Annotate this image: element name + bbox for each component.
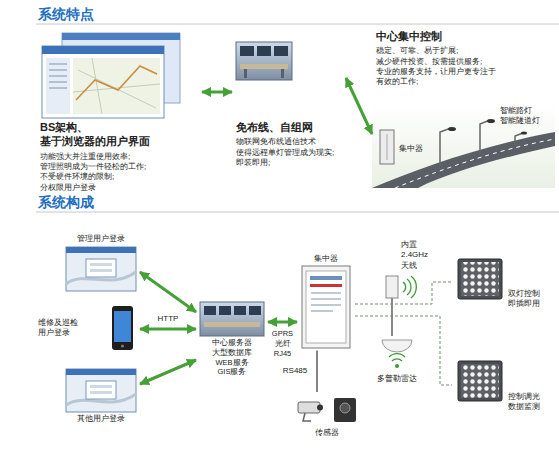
antenna-label: 内置 2.4GHz 天线	[401, 240, 435, 271]
section-rule	[36, 212, 559, 213]
connector	[355, 316, 452, 385]
connector	[355, 282, 452, 304]
illustrated-node: 双灯控制 即插即用	[452, 255, 554, 312]
node-heading: BS架构、基于浏览器的用户界面	[40, 120, 198, 149]
illustrated-node: 多普勒雷达	[370, 338, 424, 386]
illustrated-node: 维修及巡检 用户登录	[36, 304, 140, 353]
illustrated-node: 中心服务器 大型数据库 WEB服务 GIS服务	[196, 300, 268, 380]
node-heading: 传感器	[294, 428, 360, 438]
illustrated-node: 集中器	[297, 252, 355, 350]
node-heading: 双灯控制 即插即用	[508, 289, 550, 310]
connector	[140, 328, 196, 331]
node-heading: 集中器	[399, 144, 429, 154]
doppler-radar	[382, 340, 412, 368]
connector	[140, 360, 196, 384]
node-heading: 维修及巡检 用户登录	[38, 318, 84, 339]
illustrated-node: 集中器 智能路灯 智能隧道灯	[372, 104, 555, 188]
illustrated-node: 免布线、自组网物联网免布线通信技术 使得远程单灯管理成为现实; 即装即用;	[232, 38, 346, 172]
node-heading: 免布线、自组网	[236, 120, 342, 134]
edge-label: RS485	[282, 366, 308, 376]
connector	[202, 91, 232, 94]
node-text: 稳定、可靠、易于扩展; 减少硬件投资、按需提供服务; 专业的服务支持，让用户更专…	[376, 46, 502, 88]
login-screenshot	[66, 369, 136, 412]
node-text: 物联网免布线通信技术 使得远程单灯管理成为现实; 即装即用;	[236, 137, 342, 168]
control-room-photo	[236, 42, 292, 80]
section-heading: 系统特点	[38, 5, 94, 23]
section-heading: 系统构成	[38, 193, 94, 211]
node-heading: 中心服务器 大型数据库 WEB服务 GIS服务	[211, 338, 253, 377]
connector	[316, 350, 317, 392]
connector	[140, 272, 196, 312]
browser-screenshot	[42, 33, 180, 118]
login-screenshot	[66, 247, 136, 291]
illustrated-node: 传感器	[292, 392, 362, 440]
illustrated-node: 管理用户登录	[62, 232, 140, 292]
node-heading: 中心集中控制	[376, 29, 504, 43]
floodlight	[458, 259, 502, 299]
connector	[346, 78, 372, 134]
node-heading: 多普勒雷达	[372, 374, 422, 384]
node-heading: 控制调光 数据监测	[508, 392, 550, 413]
illustrated-node: 其他用户登录	[62, 366, 140, 426]
sensor-devices	[298, 398, 356, 422]
antenna-pole	[386, 276, 416, 336]
concentrator-cabinet	[302, 266, 350, 348]
node-heading: 其他用户登录	[64, 414, 138, 424]
server-room-photo	[200, 302, 264, 336]
node-text: 功能强大并注重使用效率; 管理照明成为一件轻松的工作; 不受硬件环境的限制; 分…	[40, 152, 162, 194]
edge-label: HTTP	[157, 314, 180, 324]
floodlight	[458, 361, 502, 401]
mobile-phone	[112, 306, 133, 350]
edge-label: GPRS 光纤 RJ45	[268, 329, 298, 358]
illustrated-node: 控制调光 数据监测	[452, 358, 554, 415]
illustrated-node: BS架构、基于浏览器的用户界面功能强大并注重使用效率; 管理照明成为一件轻松的工…	[36, 30, 202, 197]
connector	[268, 321, 297, 324]
road-scene	[372, 104, 555, 188]
node-text: 智能路灯 智能隧道灯	[500, 106, 546, 127]
node-heading: 集中器	[299, 254, 353, 264]
node-heading: 管理用户登录	[64, 234, 138, 244]
illustrated-node: 中心集中控制稳定、可靠、易于扩展; 减少硬件投资、按需提供服务; 专业的服务支持…	[372, 27, 508, 92]
section-rule	[36, 24, 559, 25]
